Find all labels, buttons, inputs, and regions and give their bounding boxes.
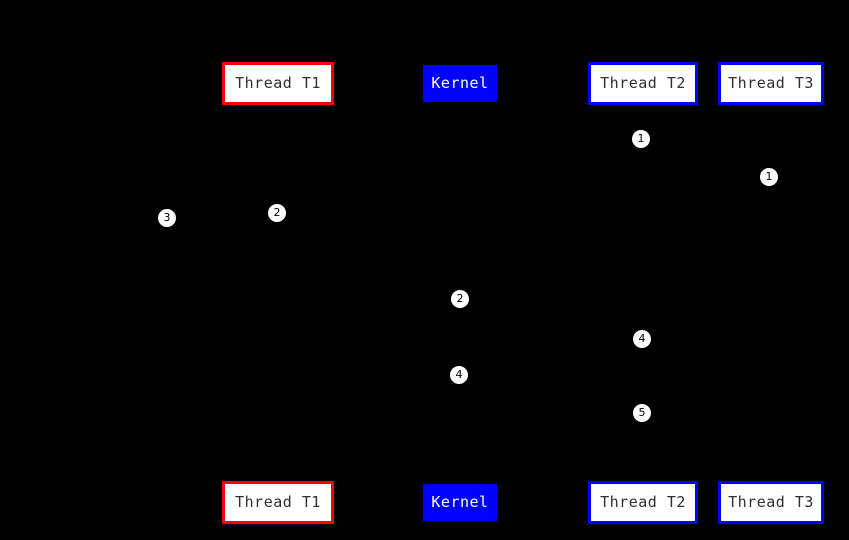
participant-box-t1b[interactable]: Thread T1 <box>222 481 334 524</box>
participant-box-t3[interactable]: Thread T3 <box>718 62 824 105</box>
step-badge-2-t1: 2 <box>268 204 286 222</box>
step-badge-1-t2: 1 <box>632 130 650 148</box>
participant-label: Thread T1 <box>235 493 321 511</box>
participant-box-t2b[interactable]: Thread T2 <box>588 481 698 524</box>
participant-box-t2[interactable]: Thread T2 <box>588 62 698 105</box>
step-badge-3-t1: 3 <box>158 209 176 227</box>
participant-label: Thread T3 <box>728 493 814 511</box>
participant-label: Thread T3 <box>728 74 814 92</box>
participant-label: Kernel <box>431 74 489 92</box>
step-badge-2-kernel: 2 <box>451 290 469 308</box>
step-badge-4-kernel: 4 <box>450 366 468 384</box>
step-badge-4-t2: 4 <box>633 330 651 348</box>
participant-label: Thread T1 <box>235 74 321 92</box>
step-badge-1-t3: 1 <box>760 168 778 186</box>
participant-label: Thread T2 <box>600 74 686 92</box>
participant-box-t1[interactable]: Thread T1 <box>222 62 334 105</box>
participant-box-t3b[interactable]: Thread T3 <box>718 481 824 524</box>
participant-box-kernel[interactable]: Kernel <box>423 65 497 102</box>
lifeline-t1 <box>278 105 279 481</box>
participant-label: Kernel <box>431 493 489 511</box>
participant-label: Thread T2 <box>600 493 686 511</box>
participant-box-kernelb[interactable]: Kernel <box>423 484 497 521</box>
lifeline-t3 <box>771 105 772 481</box>
lifeline-t2 <box>643 105 644 481</box>
step-badge-5-t2: 5 <box>633 404 651 422</box>
